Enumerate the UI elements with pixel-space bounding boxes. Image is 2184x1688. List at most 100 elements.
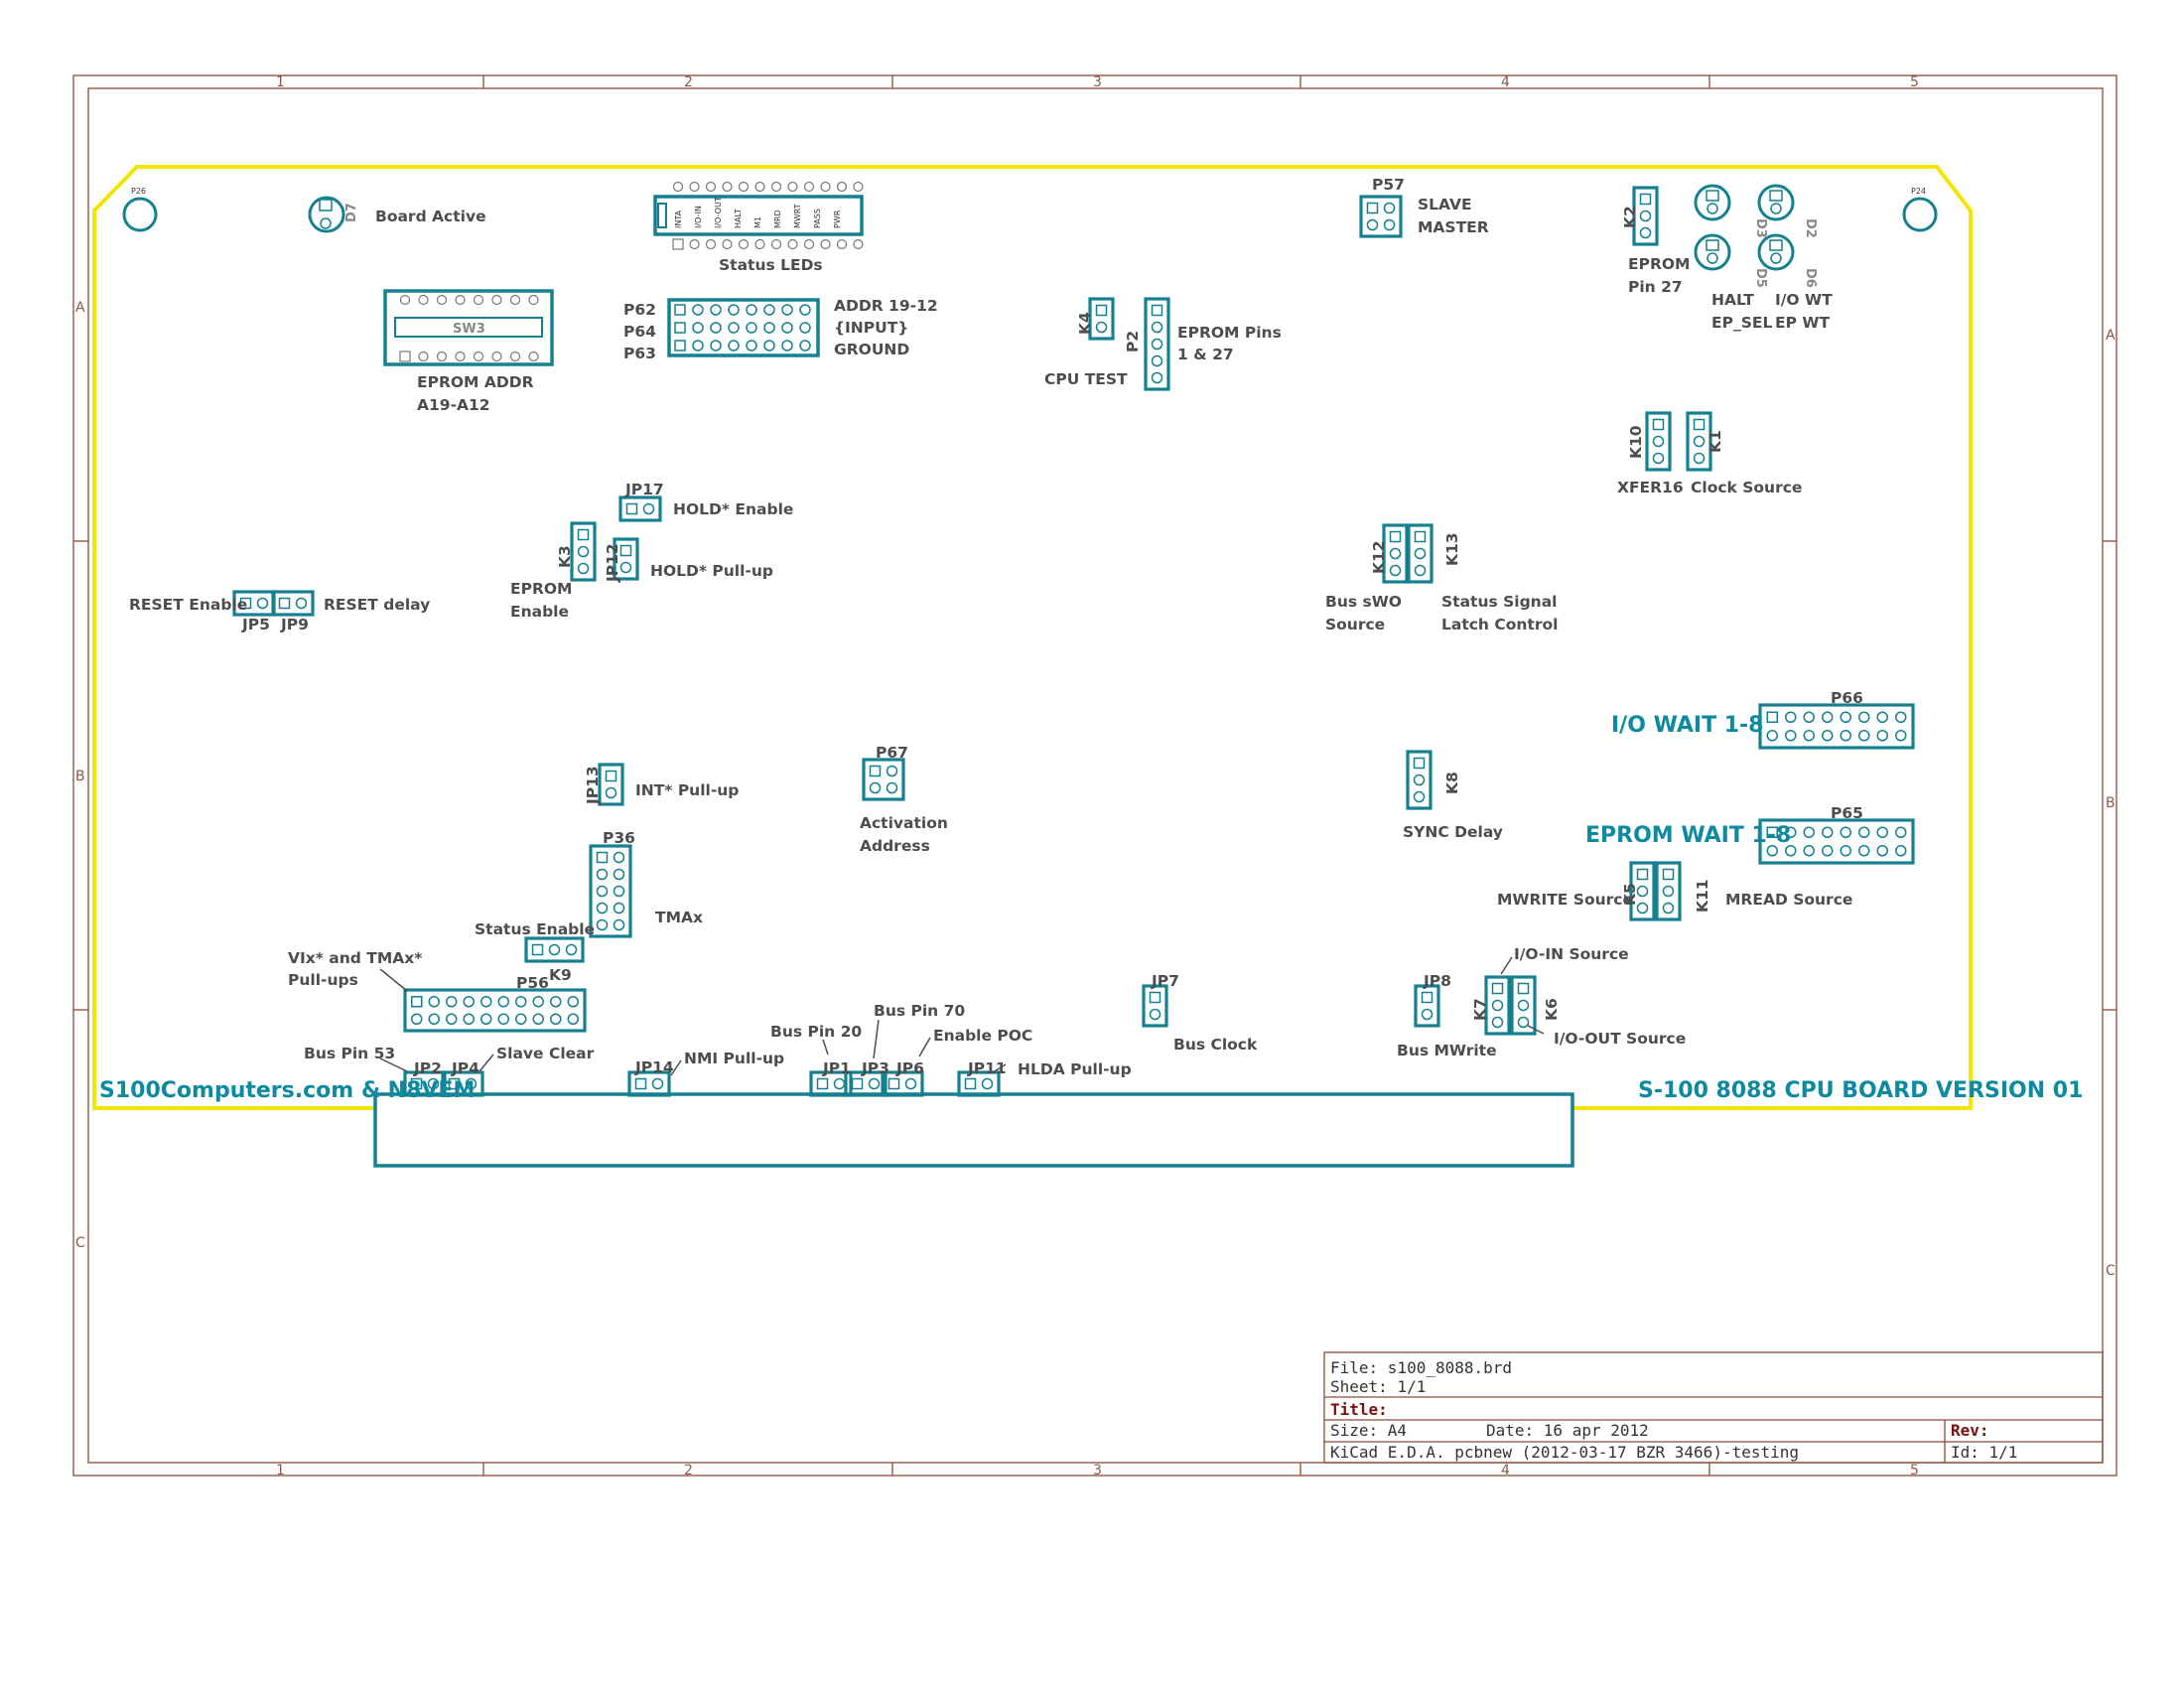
label-jp11: JP11 bbox=[967, 1059, 1007, 1077]
addr-pin bbox=[710, 304, 722, 316]
jp8-header-pin bbox=[1421, 1008, 1433, 1021]
led-pad bbox=[738, 238, 750, 250]
p65-header-pin bbox=[1876, 826, 1888, 838]
k12-header-outline bbox=[1382, 523, 1409, 584]
switch-pad bbox=[436, 294, 448, 306]
label-d6: D6 bbox=[1803, 268, 1818, 288]
p57-header-outline bbox=[1359, 195, 1403, 238]
jp2-header bbox=[403, 1070, 447, 1097]
addr-pin bbox=[710, 322, 722, 334]
addr-pin bbox=[728, 340, 740, 352]
jp11-header-pin bbox=[981, 1077, 994, 1090]
component-footprints bbox=[232, 184, 1915, 1097]
p56-header-pin bbox=[497, 996, 509, 1008]
jp13-header bbox=[598, 763, 624, 806]
label-input: {INPUT} bbox=[834, 319, 908, 337]
label-p67: P67 bbox=[876, 744, 908, 762]
p56-header-pin bbox=[497, 1013, 509, 1025]
jp6-header bbox=[881, 1070, 924, 1097]
label-k12: K12 bbox=[1370, 540, 1388, 574]
label-cpu-test: CPU TEST bbox=[1044, 370, 1128, 388]
title-block-title: Title: bbox=[1330, 1400, 1388, 1419]
status-led-name: MWRT bbox=[793, 204, 802, 228]
k9-header bbox=[524, 936, 585, 963]
p36-header-pin bbox=[596, 902, 609, 914]
led-pad bbox=[820, 181, 831, 193]
k13-header-pin bbox=[1414, 564, 1427, 577]
row-marker-b-right: B bbox=[2106, 795, 2116, 811]
led-d3 bbox=[1694, 184, 1731, 221]
jp13-header-pin bbox=[605, 786, 617, 799]
label-jp6: JP6 bbox=[895, 1059, 924, 1077]
p56-header-pin bbox=[532, 1013, 544, 1025]
jp8-header bbox=[1414, 984, 1440, 1028]
p56-header-pin bbox=[515, 996, 527, 1008]
led-pad bbox=[722, 181, 733, 193]
p65-header-pin bbox=[1840, 826, 1851, 838]
jp2-header-pin bbox=[427, 1077, 440, 1090]
p56-header-pin bbox=[411, 1013, 423, 1025]
p67-header-outline bbox=[862, 758, 905, 801]
switch-pad bbox=[491, 351, 502, 362]
k11-header-pin bbox=[1662, 902, 1675, 914]
k10-header-pin bbox=[1652, 452, 1665, 465]
label-p57: P57 bbox=[1372, 176, 1405, 194]
p66-header-outline bbox=[1758, 703, 1915, 750]
p66-header-pin bbox=[1822, 730, 1834, 742]
col-marker-5: 5 bbox=[1910, 74, 1919, 90]
label-bus-clock: Bus Clock bbox=[1173, 1036, 1258, 1054]
label-jp3: JP3 bbox=[861, 1059, 889, 1077]
k1-header-pin bbox=[1693, 452, 1706, 465]
dip-switch-ref: SW3 bbox=[453, 322, 485, 337]
label-hlda-pullup: HLDA Pull-up bbox=[1018, 1060, 1132, 1078]
k1-header bbox=[1686, 411, 1712, 472]
addr-pin bbox=[763, 322, 775, 334]
label-hold-enable: HOLD* Enable bbox=[673, 500, 793, 518]
k10-header bbox=[1645, 411, 1672, 472]
label-status-signal-1: Status Signal bbox=[1441, 593, 1557, 611]
p36-header-outline bbox=[589, 844, 632, 938]
p65-header-pin bbox=[1803, 845, 1815, 857]
jp1-header-pin bbox=[833, 1077, 846, 1090]
k7-header bbox=[1484, 975, 1511, 1036]
dip-switch-sw3 bbox=[383, 289, 554, 366]
led-d2-body bbox=[1757, 184, 1795, 221]
k5-header-pin bbox=[1636, 902, 1649, 914]
k10-header-pin1 bbox=[1652, 418, 1665, 431]
board-title-left: S100Computers.com & N8VEM bbox=[99, 1078, 475, 1103]
led-d5 bbox=[1694, 233, 1731, 271]
p57-header-pin1 bbox=[1366, 202, 1379, 214]
p66-header-pin bbox=[1822, 711, 1834, 723]
label-io-out-source: I/O-OUT Source bbox=[1554, 1030, 1686, 1048]
label-status-enable: Status Enable bbox=[475, 920, 595, 938]
p66-header-pin bbox=[1785, 730, 1797, 742]
label-k9: K9 bbox=[549, 966, 572, 984]
label-p2: P2 bbox=[1124, 331, 1142, 352]
label-k1: K1 bbox=[1706, 430, 1724, 453]
row-marker-a-right: A bbox=[2106, 328, 2116, 344]
status-led-name: MRD bbox=[773, 210, 782, 228]
p56-header-pin bbox=[480, 1013, 492, 1025]
label-xfer16: XFER16 bbox=[1617, 479, 1684, 496]
led-d3-pad-square bbox=[1706, 190, 1719, 202]
k8-header-outline bbox=[1406, 750, 1433, 810]
p57-header-pin bbox=[1383, 202, 1396, 214]
label-vix-1: VIx* and TMAx* bbox=[288, 949, 422, 967]
p66-header-pin bbox=[1840, 730, 1851, 742]
label-bus-swo-2: Source bbox=[1325, 616, 1385, 633]
label-mwrite-source: MWRITE Source bbox=[1497, 891, 1633, 909]
p66-header-pin1 bbox=[1766, 711, 1778, 723]
label-eprom-pins: EPROM Pins bbox=[1177, 324, 1282, 342]
led-pad bbox=[770, 181, 782, 193]
k9-header-pin bbox=[565, 943, 578, 956]
label-hold-pullup: HOLD* Pull-up bbox=[650, 562, 773, 580]
label-k10: K10 bbox=[1627, 425, 1645, 459]
label-mread-source: MREAD Source bbox=[1725, 891, 1852, 909]
p56-header-pin bbox=[567, 1013, 579, 1025]
led-d2-pad bbox=[1770, 203, 1782, 214]
led-pad bbox=[672, 181, 684, 193]
board-outline bbox=[92, 165, 1973, 1110]
switch-caption-1: EPROM ADDR bbox=[417, 373, 534, 391]
jp9-header-pin1 bbox=[278, 597, 291, 610]
